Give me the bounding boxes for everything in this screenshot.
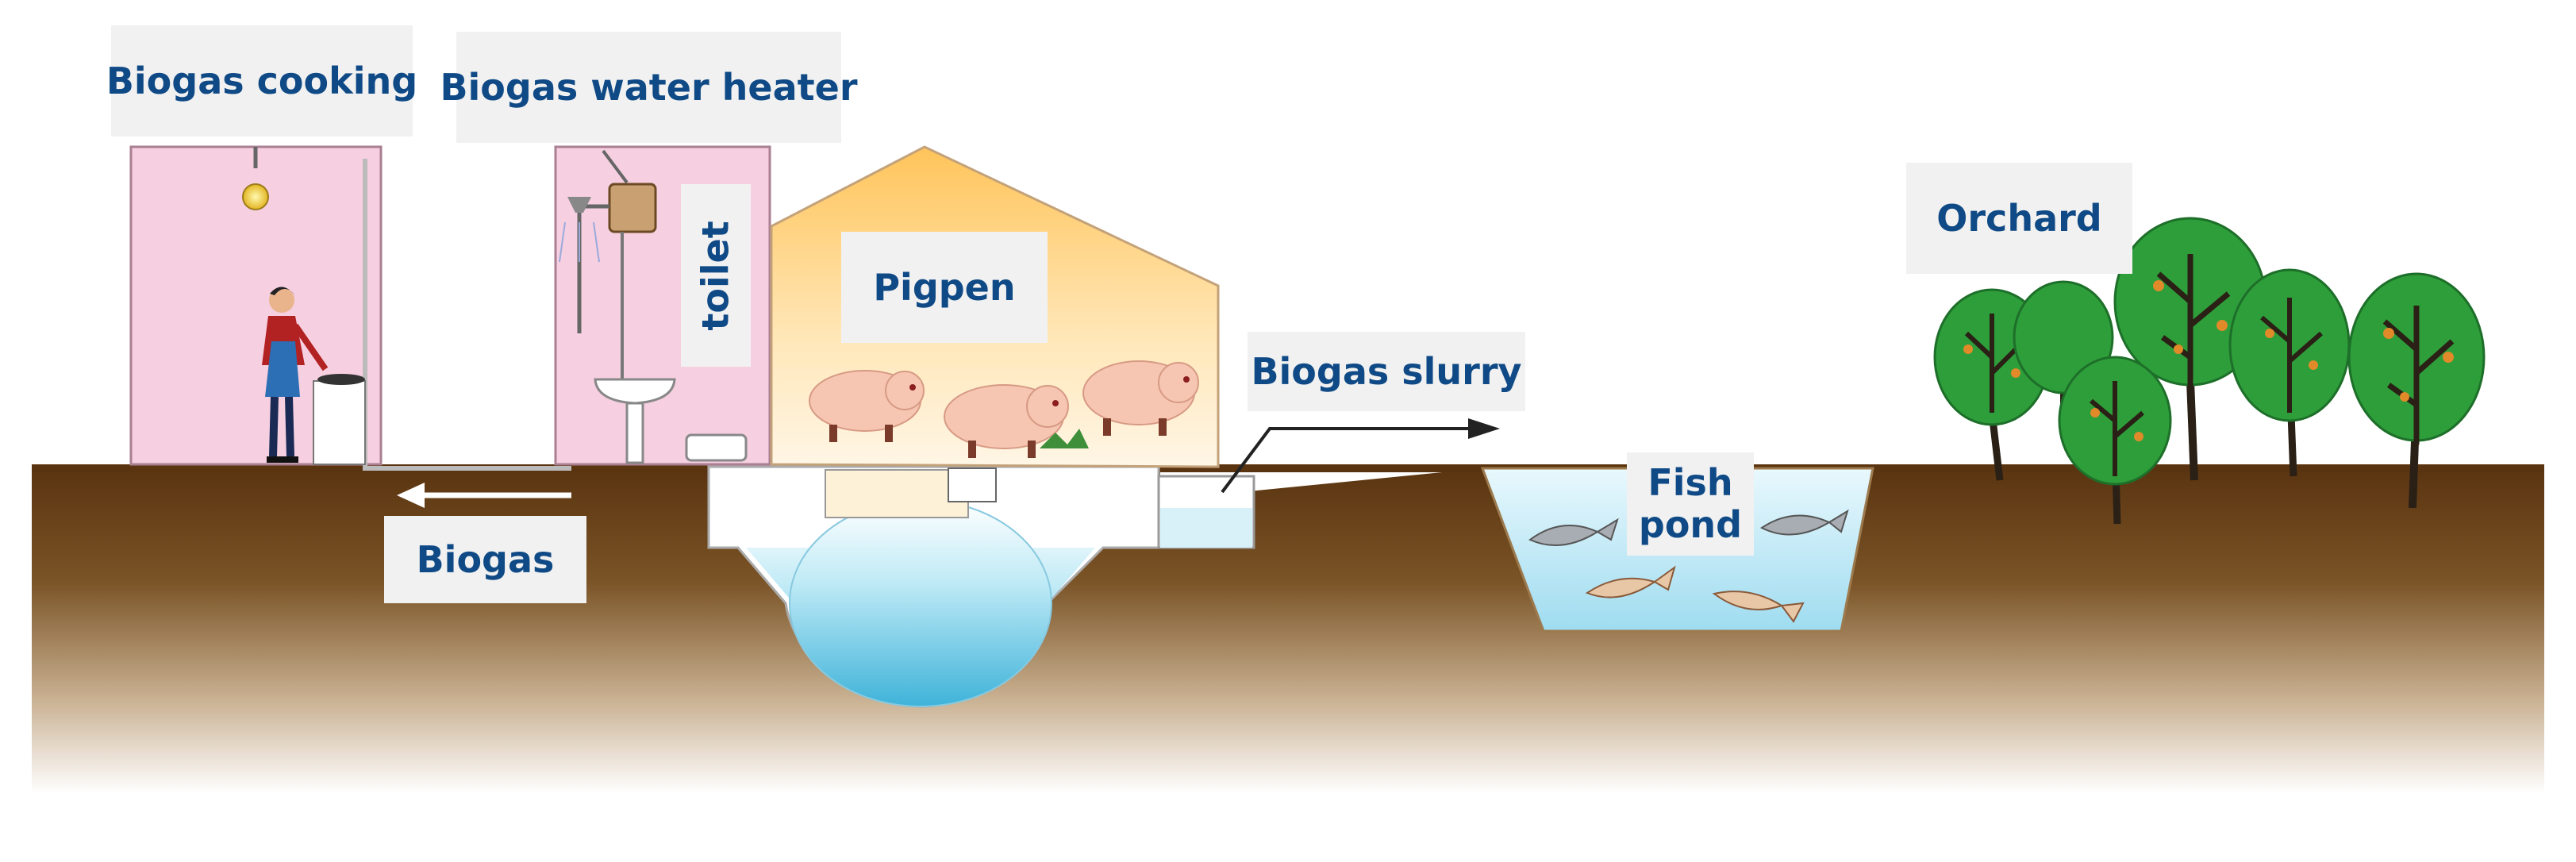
toilet-icon: [685, 433, 748, 462]
shower-icon: [559, 197, 624, 381]
label-fish-pond-line2: pond: [1638, 503, 1743, 546]
label-biogas: Biogas: [384, 516, 586, 603]
tree-icon: [2058, 356, 2172, 525]
label-pigpen-text: Pigpen: [873, 265, 1016, 309]
fish-icon: [1585, 565, 1676, 598]
orchard-trees: [1933, 217, 2486, 525]
label-orchard-text: Orchard: [1936, 196, 2102, 240]
lamp-icon: [242, 183, 269, 210]
fruit-dots: [1963, 280, 2454, 441]
ground: [32, 464, 2544, 794]
label-fish-pond: Fish pond: [1627, 452, 1754, 556]
label-biogas-water-heater-text: Biogas water heater: [440, 65, 858, 109]
label-biogas-water-heater: Biogas water heater: [440, 32, 858, 143]
label-orchard: Orchard: [1906, 163, 2132, 274]
plant-icon: [1040, 429, 1089, 448]
sink-icon: [594, 378, 676, 464]
label-fish-pond-line1: Fish: [1647, 461, 1733, 505]
label-toilet-text: toilet: [694, 220, 737, 331]
pig-icon: [944, 384, 1069, 458]
label-pigpen: Pigpen: [841, 232, 1048, 343]
label-biogas-slurry: Biogas slurry: [1248, 332, 1525, 411]
label-toilet: toilet: [681, 184, 751, 367]
pig-icon: [1082, 360, 1199, 436]
fish-icon: [1712, 591, 1805, 623]
biogas-arrow-icon: [397, 483, 571, 508]
slurry-arrow-icon: [1221, 418, 1500, 494]
biogas-digester: [707, 465, 1255, 708]
label-biogas-text: Biogas: [416, 537, 555, 581]
label-biogas-slurry-text: Biogas slurry: [1251, 349, 1522, 393]
woman-cooking-icon: [262, 287, 329, 463]
kitchen-room: [129, 145, 571, 471]
pig-icon: [809, 370, 925, 442]
tree-icon: [2113, 217, 2267, 481]
tree-icon: [2347, 272, 2486, 509]
label-biogas-cooking-text: Biogas cooking: [106, 59, 418, 102]
fish-icon: [1760, 509, 1849, 536]
tree-icon: [2228, 268, 2351, 477]
label-biogas-cooking: Biogas cooking: [106, 25, 417, 137]
fish-icon: [1528, 518, 1619, 547]
